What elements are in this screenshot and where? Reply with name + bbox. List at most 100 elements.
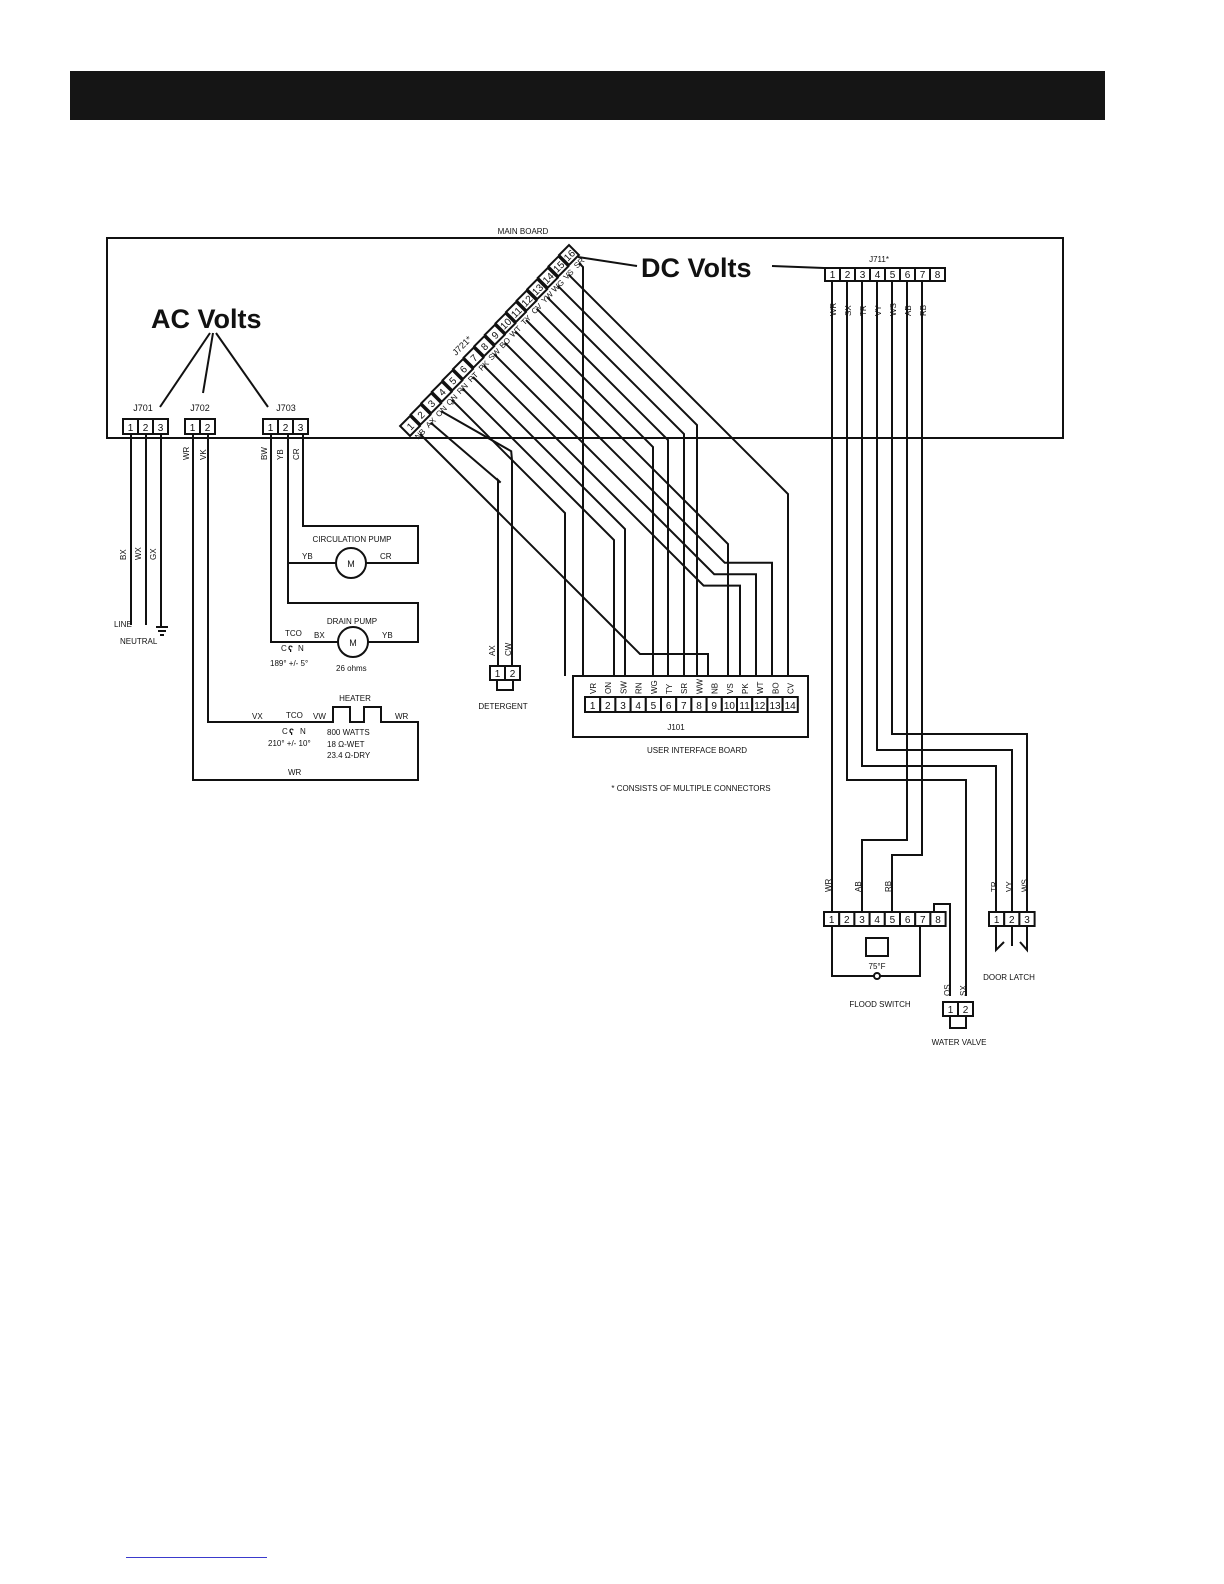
drain-wire-bx: BX: [314, 631, 325, 640]
j701-label: J701: [133, 403, 153, 413]
j101-pin-box: [781, 696, 799, 713]
water-valve-coil-icon: [949, 1016, 967, 1029]
j101-wire-code: WT: [756, 681, 765, 694]
j721-pin: 9: [483, 323, 507, 347]
j721-connector: 1NB2AX3ON4QN5RN6RT7PK8SW9BO10WT11TY12CV1…: [310, 243, 789, 676]
door-wire-code: WS: [1020, 879, 1029, 892]
j721-pin-box: [462, 346, 485, 369]
j721-pin-box: [409, 403, 432, 426]
j101-pin-number: 10: [724, 701, 736, 712]
j721-pin-box: [557, 243, 581, 267]
j721-pin-box: [483, 323, 507, 347]
j101-wire-code: WG: [650, 680, 659, 694]
j721-harness-wire: [482, 364, 741, 676]
j721-harness-wire: [514, 330, 729, 676]
circ-wire-yb: YB: [302, 552, 313, 561]
door-latch-label: DOOR LATCH: [983, 973, 1035, 982]
heater-element-icon: [318, 706, 396, 723]
j721-pin-box: [504, 300, 528, 324]
j721-harness-wire: [557, 285, 698, 676]
j721-pin: 1: [398, 414, 422, 438]
j701-pin-number: 3: [158, 423, 164, 434]
drain-pump-wire: [270, 434, 338, 643]
ac-volts-arrows: [159, 332, 269, 408]
heater-label: HEATER: [339, 694, 371, 703]
j721-harness-wire: [451, 399, 566, 676]
drain-tco-switch-icon: ʕ: [288, 644, 293, 654]
j721-pin-box: [398, 414, 422, 438]
header-bar: [70, 71, 1105, 120]
detergent-label: DETERGENT: [478, 702, 527, 711]
j721-pin: 3: [419, 391, 443, 415]
j721-pin-box: [451, 357, 475, 381]
j101-wire-code: SW: [619, 681, 628, 694]
j721-harness-wire: [578, 262, 584, 676]
flood-wire-code: AB: [854, 881, 863, 892]
j721-pin: 11: [504, 300, 528, 324]
user-interface-board-label: USER INTERFACE BOARD: [647, 746, 747, 755]
j721-pin-box: [419, 391, 443, 415]
j721-pin: 16: [557, 243, 581, 267]
j101-pin-number: 9: [711, 701, 717, 712]
flood-pin-number: 2: [844, 915, 850, 926]
j711-pin-number: 7: [920, 270, 926, 281]
j101-pin-number: 6: [666, 701, 672, 712]
heater-wire-wr: WR: [395, 712, 409, 721]
j702-pin-number: 1: [190, 423, 196, 434]
j101-pin-number: 5: [651, 701, 657, 712]
j721-pin: 6: [451, 357, 475, 381]
j701-wire-code: WX: [134, 546, 143, 560]
j101-wire-code: PK: [741, 683, 750, 694]
j101-pin-number: 7: [681, 701, 687, 712]
flood-pin-number: 7: [920, 915, 926, 926]
j101-wire-code: RN: [635, 682, 644, 694]
ground-icon: [156, 626, 168, 636]
door-pin-number: 3: [1024, 915, 1030, 926]
j101-pin-number: 12: [754, 701, 766, 712]
drain-return-wire: [287, 434, 419, 643]
j721-pin: 7: [462, 346, 485, 369]
j101-pin-number: 4: [635, 701, 641, 712]
dc-volts-arrows: [577, 256, 825, 269]
j101-pin-number: 8: [696, 701, 702, 712]
j711-wire-ws: [891, 281, 1028, 912]
j721-pin: 12: [515, 289, 538, 312]
door-wire-code: TR: [990, 881, 999, 892]
j721-pin-box: [430, 380, 454, 404]
heater-tco-label: TCO: [286, 711, 303, 720]
j721-harness-wire: [461, 387, 615, 676]
j721-harness-wire: [504, 342, 773, 676]
dc-volts-label: DC Volts: [641, 253, 752, 283]
j702-wire-code: WR: [182, 446, 191, 460]
water-valve-label: WATER VALVE: [932, 1038, 987, 1047]
door-latch-switch-icon: [995, 926, 1028, 953]
j721-pin-box: [472, 334, 496, 358]
j711-pin-number: 8: [935, 270, 941, 281]
detergent-coil-icon: [496, 680, 514, 691]
drain-pump-label: DRAIN PUMP: [327, 617, 377, 626]
j721-harness-wire: [525, 319, 654, 676]
j701-pin-number: 1: [128, 423, 134, 434]
water-valve-wire-code: OS: [943, 984, 952, 996]
door-pin-number: 2: [1009, 915, 1015, 926]
j701-wire-code: GX: [149, 548, 158, 560]
circulation-pump-motor-icon: [335, 547, 367, 579]
j101-wire-code: TY: [665, 683, 674, 694]
flood-switch-contact-icon: [873, 972, 881, 980]
j711-wire-code: WR: [829, 302, 838, 316]
j721-pin-box: [525, 277, 549, 301]
j703-pin-number: 3: [298, 423, 304, 434]
heater-wet: 18 Ω-WET: [327, 740, 365, 749]
j721-harness-wire: [535, 307, 669, 676]
drain-tco-label: TCO: [285, 629, 302, 638]
j721-pin-box: [547, 255, 570, 278]
flood-pin-box: [929, 911, 947, 927]
main-board-outline: [106, 237, 1064, 439]
line-label: LINE: [114, 620, 132, 629]
drain-tco-c: C: [281, 644, 287, 653]
j703-pin-number: 2: [283, 423, 289, 434]
circ-wire-cr: CR: [380, 552, 392, 561]
j703-wire-code: BW: [260, 447, 269, 460]
